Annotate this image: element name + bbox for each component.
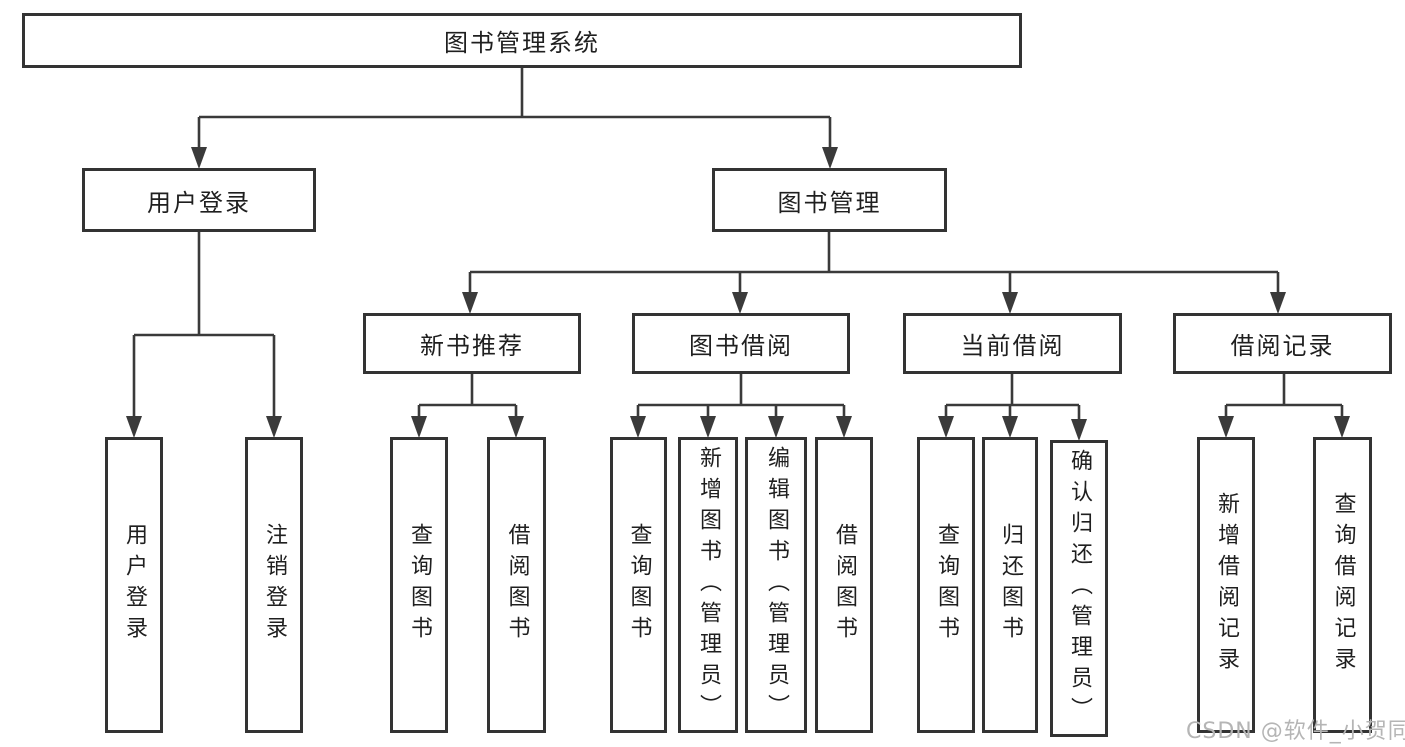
arrow-down-icon bbox=[768, 416, 784, 438]
node-user-login: 用户登录 bbox=[82, 168, 316, 232]
node-book-management: 图书管理 bbox=[712, 168, 947, 232]
node-borrow-records: 借阅记录 bbox=[1173, 313, 1392, 374]
connector-lines bbox=[132, 68, 1344, 419]
leaf-query-borrow-record: 查询借阅记录 bbox=[1313, 437, 1372, 733]
leaf-borrow-books-recommend: 借阅图书 bbox=[487, 437, 546, 733]
arrow-down-icon bbox=[191, 147, 207, 169]
arrow-down-icon bbox=[822, 147, 838, 169]
arrow-down-icon bbox=[1218, 416, 1234, 438]
leaf-query-books-current: 查询图书 bbox=[917, 437, 975, 733]
arrow-down-icon bbox=[411, 416, 427, 438]
arrow-down-icon bbox=[126, 416, 142, 438]
leaf-query-books-recommend: 查询图书 bbox=[390, 437, 448, 733]
node-new-book-recommend: 新书推荐 bbox=[363, 313, 581, 374]
leaf-confirm-return-admin: 确认归还（管理员） bbox=[1050, 440, 1108, 737]
leaf-edit-books-admin: 编辑图书（管理员） bbox=[745, 437, 807, 733]
csdn-watermark: CSDN @软件_小贺同学 bbox=[1186, 719, 1405, 744]
arrow-down-icon bbox=[630, 416, 646, 438]
arrow-down-icon bbox=[1270, 292, 1286, 314]
arrow-down-icon bbox=[1334, 416, 1350, 438]
leaf-query-books-borrow: 查询图书 bbox=[610, 437, 667, 733]
arrow-down-icon bbox=[1002, 416, 1018, 438]
leaf-add-borrow-record: 新增借阅记录 bbox=[1197, 437, 1255, 733]
leaf-add-books-admin: 新增图书（管理员） bbox=[678, 437, 738, 733]
node-current-borrow: 当前借阅 bbox=[903, 313, 1122, 374]
leaf-logout: 注销登录 bbox=[245, 437, 303, 733]
arrow-down-icon bbox=[1071, 419, 1087, 441]
node-root-system: 图书管理系统 bbox=[22, 13, 1022, 68]
leaf-borrow-books: 借阅图书 bbox=[815, 437, 873, 733]
arrow-down-icon bbox=[938, 416, 954, 438]
arrow-down-icon bbox=[508, 416, 524, 438]
arrow-down-icon bbox=[836, 416, 852, 438]
arrow-down-icon bbox=[266, 416, 282, 438]
arrow-down-icon bbox=[1002, 292, 1018, 314]
arrow-down-icon bbox=[462, 292, 478, 314]
leaf-user-login: 用户登录 bbox=[105, 437, 163, 733]
node-book-borrow: 图书借阅 bbox=[632, 313, 850, 374]
arrowheads bbox=[126, 147, 1350, 441]
leaf-return-books: 归还图书 bbox=[982, 437, 1038, 733]
arrow-down-icon bbox=[732, 292, 748, 314]
arrow-down-icon bbox=[700, 416, 716, 438]
